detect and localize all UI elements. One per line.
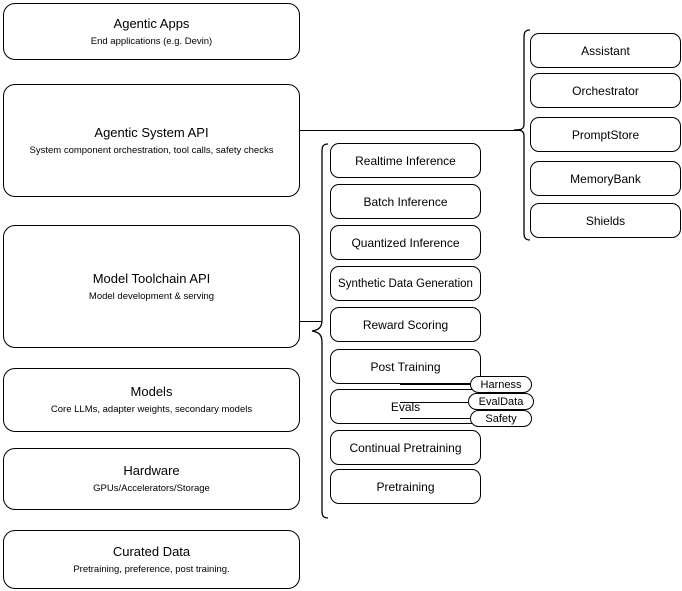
component-label: PromptStore [571,127,640,142]
connector-toolchain-to-components [300,321,322,323]
pill-evaldata[interactable]: EvalData [468,393,534,410]
component-box-promptstore[interactable]: PromptStore [530,117,681,152]
component-box-realtime-inference[interactable]: Realtime Inference [330,143,481,178]
component-label: Synthetic Data Generation [338,277,473,290]
layer-title: Agentic Apps [113,15,190,31]
component-box-reward-scoring[interactable]: Reward Scoring [330,307,481,342]
component-label: Realtime Inference [355,153,456,168]
connector-agentic-system-to-components [300,130,520,132]
component-box-assistant[interactable]: Assistant [530,33,681,68]
component-box-quantized-inference[interactable]: Quantized Inference [330,225,481,260]
component-box-orchestrator[interactable]: Orchestrator [530,73,681,108]
layer-box-curated-data[interactable]: Curated Data Pretraining, preference, po… [3,530,300,589]
layer-subtitle: Core LLMs, adapter weights, secondary mo… [50,404,253,415]
component-label: Shields [585,213,626,228]
layer-box-models[interactable]: Models Core LLMs, adapter weights, secon… [3,368,300,432]
layer-box-model-toolchain-api[interactable]: Model Toolchain API Model development & … [3,225,300,348]
pill-label: Safety [485,412,517,425]
pill-label: EvalData [478,395,524,408]
layer-subtitle: Model development & serving [88,290,215,302]
component-box-memorybank[interactable]: MemoryBank [530,161,681,196]
component-label: Quantized Inference [351,235,460,250]
component-box-pretraining[interactable]: Pretraining [330,469,481,504]
component-label: Orchestrator [572,83,639,98]
component-label: Reward Scoring [362,317,449,332]
component-label: Post Training [370,359,441,374]
pill-harness[interactable]: Harness [470,376,532,393]
layer-subtitle: Pretraining, preference, post training. [73,563,230,575]
component-label: Batch Inference [363,194,448,209]
component-label: MemoryBank [570,171,641,186]
layer-box-hardware[interactable]: Hardware GPUs/Accelerators/Storage [3,448,300,510]
layer-box-agentic-system-api[interactable]: Agentic System API System component orch… [3,84,300,197]
layer-title: Hardware [123,463,180,478]
pill-safety[interactable]: Safety [470,410,532,427]
layer-subtitle: GPUs/Accelerators/Storage [93,483,210,494]
component-label: Assistant [581,43,630,58]
connector-evals-to-evaldata [400,402,478,404]
component-box-shields[interactable]: Shields [530,203,681,238]
pill-label: Harness [480,378,522,391]
layer-box-agentic-apps[interactable]: Agentic Apps End applications (e.g. Devi… [3,3,300,60]
component-box-continual-pretraining[interactable]: Continual Pretraining [330,430,481,465]
layer-title: Curated Data [112,543,191,559]
component-label: Continual Pretraining [349,440,462,455]
brace-agentic-components [513,29,531,241]
connector-evals-to-harness [400,384,478,386]
layer-subtitle: End applications (e.g. Devin) [90,35,213,47]
layer-subtitle: System component orchestration, tool cal… [29,144,274,156]
component-box-synthetic-data-generation[interactable]: Synthetic Data Generation [330,266,481,301]
brace-toolchain-components [311,143,329,519]
layer-title: Model Toolchain API [92,270,211,286]
component-box-post-training[interactable]: Post Training [330,349,481,384]
component-label: Pretraining [376,479,435,494]
component-box-batch-inference[interactable]: Batch Inference [330,184,481,219]
connector-evals-to-safety [400,418,478,420]
layer-title: Agentic System API [94,124,209,140]
layer-title: Models [130,384,173,399]
